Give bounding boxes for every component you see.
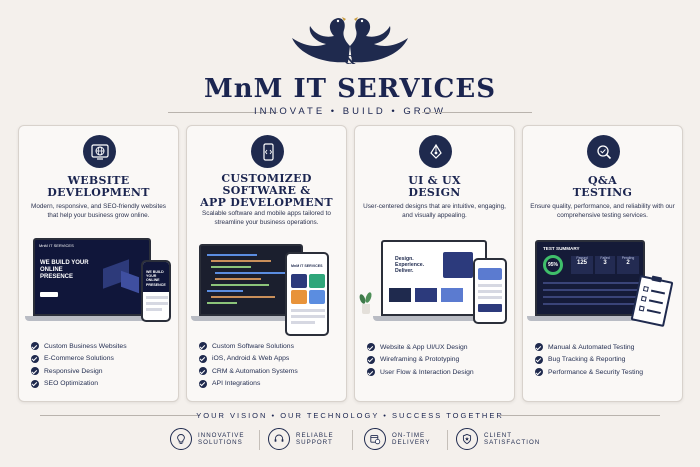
laptop-base xyxy=(373,316,495,321)
check-icon xyxy=(31,342,39,351)
plant-icon xyxy=(358,291,373,314)
test-summary-title: TEST SUMMARY xyxy=(543,246,580,251)
list-item: Custom Business Websites xyxy=(31,340,172,353)
lightbulb-icon xyxy=(170,428,192,450)
calendar-clock-icon xyxy=(364,428,386,450)
laptop-screen: MnM IT SERVICES WE BUILD YOUR ONLINE PRE… xyxy=(33,238,151,316)
card-description: Modern, responsive, and SEO-friendly web… xyxy=(31,203,166,219)
design-screen: Design. Experience. Deliver. xyxy=(381,240,487,316)
footer-divider-right xyxy=(500,415,660,416)
list-item: Custom Software Solutions xyxy=(199,340,340,353)
check-icon xyxy=(535,355,543,364)
uiux-mockup: Design. Experience. Deliver. xyxy=(355,234,514,332)
check-icon xyxy=(535,343,543,352)
laptop-base xyxy=(191,316,311,321)
card-description: Scalable software and mobile apps tailor… xyxy=(202,210,331,226)
test-summary-screen: TEST SUMMARY 95% Passed 125 Failed 3 Pen… xyxy=(535,240,645,316)
feature-divider xyxy=(259,430,260,450)
laptop-cta-button xyxy=(40,292,58,297)
tagline-divider-right xyxy=(422,112,532,113)
feature-satisfaction: CLIENT SATISFACTION xyxy=(456,428,542,450)
software-mockup: MnM IT SERVICES xyxy=(187,234,346,336)
services-list: Custom Software Solutions iOS, Android &… xyxy=(199,340,340,390)
check-icon xyxy=(31,379,39,388)
feature-divider xyxy=(352,430,353,450)
feature-label: RELIABLE SUPPORT xyxy=(296,431,334,447)
footer-divider-left xyxy=(40,415,200,416)
feature-delivery: ON-TIME DELIVERY xyxy=(364,428,450,450)
check-icon xyxy=(31,354,39,363)
feature-label: INNOVATIVE SOLUTIONS xyxy=(198,431,245,447)
stat-failed: Failed 3 xyxy=(595,256,615,274)
list-item: Responsive Design xyxy=(31,365,172,378)
list-item: CRM & Automation Systems xyxy=(199,365,340,378)
list-item: Wireframing & Prototyping xyxy=(367,354,508,367)
testing-mockup: TEST SUMMARY 95% Passed 125 Failed 3 Pen… xyxy=(523,234,682,332)
logo-mark: & xyxy=(345,53,356,67)
feature-innovative: INNOVATIVE SOLUTIONS xyxy=(170,428,256,450)
list-item: iOS, Android & Web Apps xyxy=(199,353,340,366)
globe-icon xyxy=(83,135,116,168)
app-phone-mockup: MnM IT SERVICES xyxy=(285,252,329,336)
headset-icon xyxy=(268,428,290,450)
list-item: Website & App UI/UX Design xyxy=(367,341,508,354)
code-phone-icon xyxy=(251,135,284,168)
footer-tagline: YOUR VISION • OUR TECHNOLOGY • SUCCESS T… xyxy=(196,411,504,420)
list-item: E-Commerce Solutions xyxy=(31,353,172,366)
check-icon xyxy=(367,343,375,352)
card-description: User-centered designs that are intuitive… xyxy=(363,203,506,219)
phone-brand: MnM IT SERVICES xyxy=(291,264,323,268)
card-description: Ensure quality, performance, and reliabi… xyxy=(530,203,675,219)
services-list: Custom Business Websites E-Commerce Solu… xyxy=(31,340,172,390)
swan-logo-icon: & xyxy=(292,17,408,67)
list-item: Bug Tracking & Reporting xyxy=(535,354,676,367)
brand-name: MnM IT SERVICES xyxy=(204,74,496,104)
brand-tagline: INNOVATE • BUILD • GROW xyxy=(254,106,446,117)
feature-support: RELIABLE SUPPORT xyxy=(268,428,354,450)
list-item: SEO Optimization xyxy=(31,378,172,391)
magnifier-check-icon xyxy=(587,135,620,168)
test-percent-gauge: 95% xyxy=(543,255,563,275)
stat-passed: Passed 125 xyxy=(571,256,593,274)
website-mockup: MnM IT SERVICES WE BUILD YOUR ONLINE PRE… xyxy=(19,234,178,332)
check-icon xyxy=(31,367,39,376)
shield-star-icon xyxy=(456,428,478,450)
design-headline: Design. Experience. Deliver. xyxy=(395,256,425,275)
check-icon xyxy=(367,368,375,377)
header: & MnM IT SERVICES INNOVATE • BUILD • GRO… xyxy=(0,0,700,122)
list-item: API Integrations xyxy=(199,378,340,391)
services-list: Website & App UI/UX Design Wireframing &… xyxy=(367,341,508,379)
design-phone-mockup xyxy=(473,258,507,324)
list-item: Performance & Security Testing xyxy=(535,366,676,379)
feature-label: CLIENT SATISFACTION xyxy=(484,431,541,447)
phone-headline: WE BUILD YOUR ONLINE PRESENCE xyxy=(146,270,166,287)
check-icon xyxy=(199,379,207,388)
check-icon xyxy=(199,367,207,376)
tagline-divider-left xyxy=(168,112,278,113)
laptop-brand: MnM IT SERVICES xyxy=(39,243,74,248)
feature-label: ON-TIME DELIVERY xyxy=(392,431,431,447)
laptop-headline: WE BUILD YOUR ONLINE PRESENCE xyxy=(40,260,89,280)
list-item: Manual & Automated Testing xyxy=(535,341,676,354)
check-icon xyxy=(535,368,543,377)
phone-mockup: WE BUILD YOUR ONLINE PRESENCE xyxy=(141,260,171,322)
list-item: User Flow & Interaction Design xyxy=(367,366,508,379)
check-icon xyxy=(367,355,375,364)
check-icon xyxy=(199,354,207,363)
laptop-base xyxy=(25,316,159,321)
feature-divider xyxy=(447,430,448,450)
stat-pending: Pending 2 xyxy=(617,256,639,274)
services-list: Manual & Automated Testing Bug Tracking … xyxy=(535,341,676,379)
check-icon xyxy=(199,342,207,351)
pen-tool-icon xyxy=(419,135,452,168)
laptop-base xyxy=(527,316,653,321)
